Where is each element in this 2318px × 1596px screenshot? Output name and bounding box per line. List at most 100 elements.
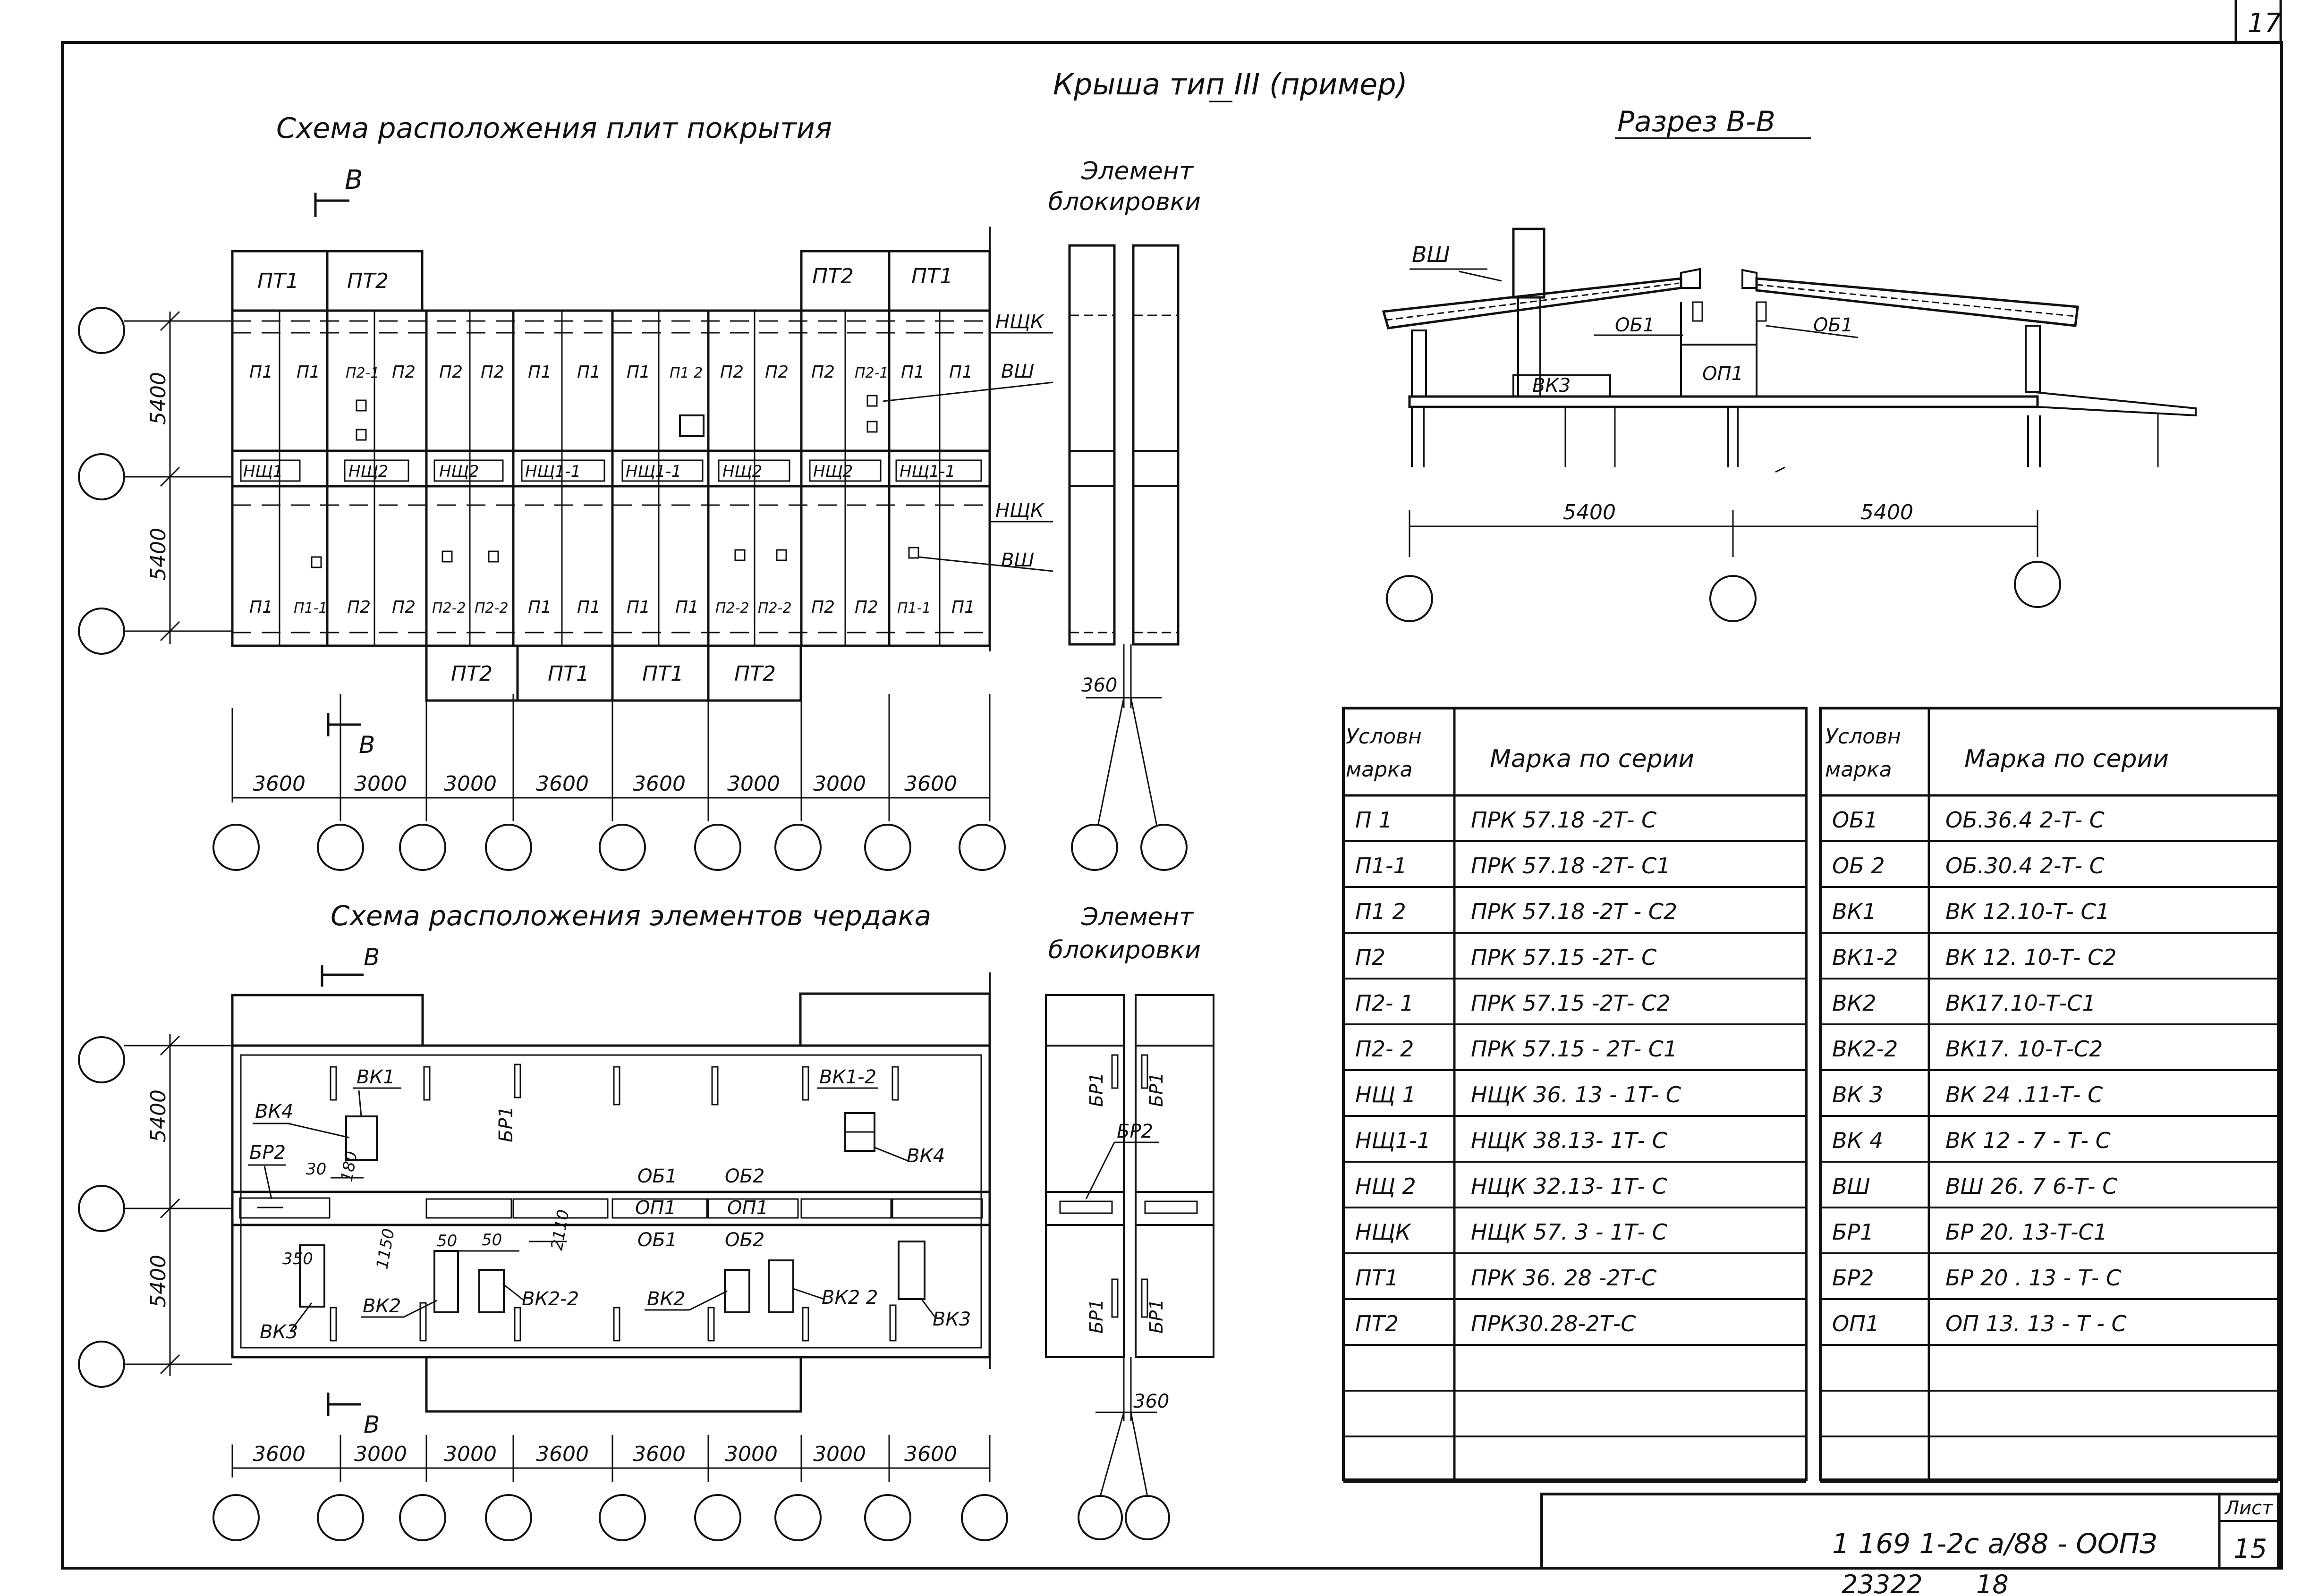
drawing-label: БР1 bbox=[1146, 1299, 1167, 1334]
drawing-label: П1 bbox=[249, 363, 273, 382]
drawing-stroke bbox=[239, 1197, 331, 1219]
table-cell-series: ПРК 57.18 -2Т- С1 bbox=[1471, 853, 1671, 878]
drawing-stroke bbox=[908, 547, 919, 559]
drawing-stroke bbox=[613, 1307, 620, 1342]
table-cell-series: ПРК 57.15 -2Т- С bbox=[1471, 945, 1656, 970]
drawing-label: ВК3 bbox=[1532, 375, 1571, 397]
drawing-label: БР1 bbox=[1086, 1072, 1107, 1107]
drawing-stroke bbox=[1385, 282, 1679, 321]
slab-label: ПТ2 bbox=[347, 269, 389, 293]
table-cell-mark: ВК2 bbox=[1832, 990, 1876, 1016]
drawing-stroke bbox=[78, 608, 125, 655]
drawing-label: П2 bbox=[720, 363, 744, 382]
table-cell-series: ВК 12. 10-Т- С2 bbox=[1945, 945, 2116, 970]
drawing-stroke bbox=[774, 824, 822, 871]
drawing-stroke bbox=[240, 459, 301, 482]
drawing-stroke bbox=[61, 41, 2283, 1570]
drawing-label: 3600 bbox=[904, 1442, 957, 1466]
ridge-label: НЩ2 bbox=[722, 462, 762, 481]
drawing-label: 3600 bbox=[253, 1442, 306, 1466]
table-cell-mark: НЩК bbox=[1355, 1219, 1412, 1245]
drawing-label: ОБ2 bbox=[725, 1165, 764, 1187]
drawing-stroke bbox=[1540, 1493, 2280, 1570]
drawing-stroke bbox=[78, 307, 125, 354]
plan1-dim-chain: 3600 3000 3000 3600 3600 3000 3000 3600 bbox=[231, 694, 991, 821]
drawing-stroke bbox=[774, 1494, 822, 1541]
drawing-stroke bbox=[621, 459, 704, 482]
slab-label: ПТ1 bbox=[257, 269, 299, 293]
drawing-stroke bbox=[1130, 697, 1158, 827]
drawing-label: 3000 bbox=[444, 772, 497, 796]
drawing-label: Элемент bbox=[1081, 903, 1194, 931]
drawing-label: 3600 bbox=[536, 1442, 589, 1466]
drawing-label: ВК2 bbox=[363, 1295, 401, 1317]
drawing-stroke bbox=[419, 1302, 427, 1342]
slab-label: ПТ2 bbox=[812, 264, 854, 288]
table-cell-mark: П1 2 bbox=[1355, 899, 1406, 924]
table-cell-series: БР 20. 13-Т-С1 bbox=[1945, 1219, 2107, 1245]
drawing-label: П1 bbox=[949, 363, 973, 382]
drawing-label: П2-2 bbox=[475, 600, 509, 616]
drawing-stroke bbox=[694, 824, 741, 871]
drawing-stroke bbox=[679, 414, 705, 437]
drawing-label: ВК4 bbox=[255, 1101, 293, 1123]
drawing-label: ОБ1 bbox=[637, 1229, 677, 1251]
drawing-stroke bbox=[1045, 1191, 1125, 1226]
drawing-label: ВК2 bbox=[647, 1288, 685, 1310]
drawing-stroke bbox=[920, 1298, 936, 1317]
table-cell-mark: П2 bbox=[1355, 945, 1385, 970]
table-cell-mark: НЩ 2 bbox=[1355, 1174, 1416, 1199]
drawing-stroke bbox=[1132, 244, 1180, 646]
drawing-label: ВК2 2 bbox=[822, 1287, 878, 1309]
drawing-label: 3000 bbox=[727, 772, 780, 796]
drawing-label: П2 bbox=[811, 598, 835, 617]
drawing-stroke bbox=[864, 824, 911, 871]
drawing-stroke bbox=[160, 1198, 180, 1219]
drawing-stroke bbox=[802, 1066, 809, 1101]
plan1-axis-bubbles-bottom bbox=[212, 824, 1006, 871]
table-cell-mark: ОБ1 bbox=[1832, 807, 1878, 833]
table-cell-mark: ПТ2 bbox=[1355, 1311, 1399, 1336]
drawing-stroke bbox=[263, 1165, 272, 1199]
drawing-stroke bbox=[1342, 707, 1808, 1481]
plan2-partitions bbox=[330, 1064, 899, 1342]
drawing-label: П1-1 bbox=[897, 600, 931, 616]
ridge-label: НЩ2 bbox=[348, 462, 388, 481]
drawing-label: ОП1 bbox=[727, 1197, 768, 1219]
drawing-stroke bbox=[1045, 994, 1125, 1046]
drawing-stroke bbox=[231, 994, 424, 1046]
drawing-label: ПТ1 bbox=[548, 662, 589, 686]
drawing-label: 3000 bbox=[354, 1442, 407, 1466]
col-head-series: Марка по серии bbox=[1964, 745, 2169, 773]
drawing-stroke bbox=[1709, 575, 1757, 622]
drawing-label: 50 bbox=[482, 1231, 502, 1250]
drawing-label: П1 bbox=[297, 363, 320, 382]
drawing-stroke bbox=[78, 1036, 125, 1083]
drawing-stroke bbox=[889, 1304, 897, 1342]
drawing-stroke bbox=[425, 1356, 802, 1413]
drawing-label: 30 bbox=[306, 1160, 326, 1179]
drawing-stroke bbox=[160, 311, 180, 331]
drawing-stroke bbox=[78, 1341, 125, 1388]
table-cell-series: ВШ 26. 7 6-Т- С bbox=[1945, 1174, 2117, 1199]
drawing-stroke bbox=[1085, 1142, 1115, 1199]
drawing-label: П2 bbox=[347, 598, 371, 617]
drawing-stroke bbox=[399, 824, 446, 871]
ridge-label: НЩ2 bbox=[439, 462, 479, 481]
stamp-code: 1 169 1-2с а/88 - ООПЗ bbox=[1832, 1528, 2157, 1560]
drawing-stroke bbox=[231, 1044, 991, 1359]
drawing-label: 5400 bbox=[1563, 500, 1616, 524]
drawing-stroke bbox=[802, 1307, 809, 1342]
table-cell-mark: НЩ1-1 bbox=[1355, 1128, 1431, 1153]
drawing-stroke bbox=[403, 1300, 437, 1318]
drawing-stroke bbox=[1078, 1495, 1123, 1540]
table-cell-mark: ВК2-2 bbox=[1832, 1036, 1898, 1062]
drawing-label: ВК1 bbox=[357, 1066, 395, 1088]
section-mark-plan2-top: В bbox=[321, 944, 380, 987]
drawing-stroke bbox=[288, 1123, 350, 1139]
drawing-stroke bbox=[240, 1054, 982, 1349]
drawing-label: 3000 bbox=[813, 772, 866, 796]
drawing-label: ВШ bbox=[1412, 242, 1450, 267]
drawing-label: ВК4 bbox=[907, 1145, 945, 1167]
